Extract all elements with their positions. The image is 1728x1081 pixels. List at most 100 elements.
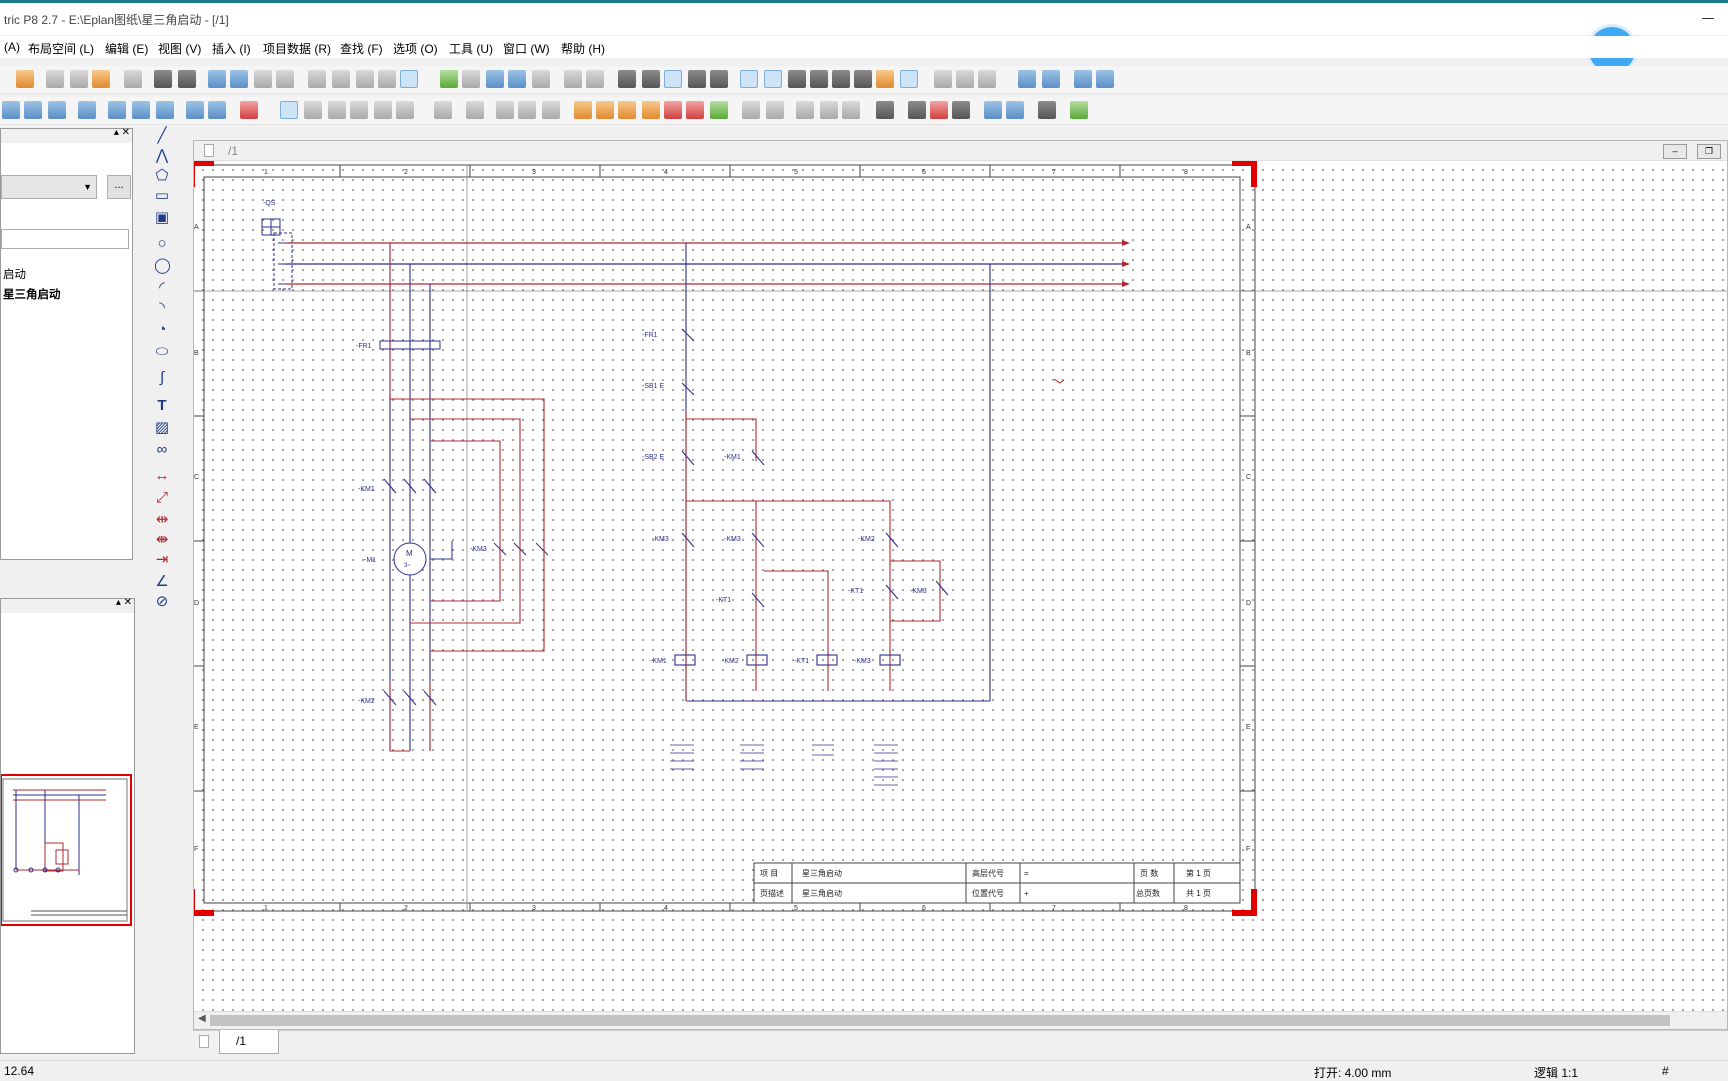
- dimension-increment-icon[interactable]: ⇥: [155, 551, 169, 568]
- device-b-icon[interactable]: [132, 101, 150, 119]
- paste-icon[interactable]: [92, 70, 110, 88]
- text-frame-icon[interactable]: [1096, 70, 1114, 88]
- tab-page-1[interactable]: /1: [219, 1030, 279, 1054]
- motor-m1[interactable]: M 3~ -M1: [364, 541, 453, 576]
- arc-3pt-tool-icon[interactable]: ◝: [159, 299, 165, 316]
- terminal-c-icon[interactable]: [542, 101, 560, 119]
- km2-delta-contacts[interactable]: -KM2: [358, 690, 437, 706]
- page-open-icon[interactable]: [328, 101, 346, 119]
- device-list-icon[interactable]: [78, 101, 96, 119]
- cable-a-icon[interactable]: [574, 101, 592, 119]
- magnet-icon[interactable]: [810, 70, 828, 88]
- cable-b-icon[interactable]: [596, 101, 614, 119]
- snap-grid-icon[interactable]: [740, 70, 758, 88]
- grid-b-icon[interactable]: [642, 70, 660, 88]
- zoom-fit-icon[interactable]: [532, 70, 550, 88]
- doc-restore-button[interactable]: ❐: [1697, 144, 1721, 159]
- horizontal-scrollbar[interactable]: ◀: [194, 1011, 1727, 1029]
- device-c-icon[interactable]: [156, 101, 174, 119]
- cable-e-icon[interactable]: [664, 101, 682, 119]
- fullscreen-icon[interactable]: [1042, 70, 1060, 88]
- undo-list-icon[interactable]: [230, 70, 248, 88]
- page-next-icon[interactable]: [396, 101, 414, 119]
- terminal-b-icon[interactable]: [518, 101, 536, 119]
- doc-minimize-button[interactable]: –: [1663, 144, 1687, 159]
- menu-item-a[interactable]: (A): [4, 40, 20, 54]
- dimension-baseline-icon[interactable]: ⇼: [155, 531, 169, 548]
- hatch-b-icon[interactable]: [820, 101, 838, 119]
- plc-a-icon[interactable]: [186, 101, 204, 119]
- symbol-icon[interactable]: [832, 70, 850, 88]
- macro-icon[interactable]: [876, 70, 894, 88]
- menu-item-project-data[interactable]: 项目数据 (R): [263, 42, 331, 56]
- break-icon[interactable]: [1070, 101, 1088, 119]
- numbering-b-icon[interactable]: [24, 101, 42, 119]
- copy-icon[interactable]: [70, 70, 88, 88]
- grid-d-icon[interactable]: [688, 70, 706, 88]
- plc-b-icon[interactable]: [208, 101, 226, 119]
- undo-icon[interactable]: [208, 70, 226, 88]
- tee-b-icon[interactable]: [1006, 101, 1024, 119]
- forward-arrow-icon[interactable]: [586, 70, 604, 88]
- corner-a-icon[interactable]: [908, 101, 926, 119]
- fr1-thermal-relay[interactable]: -FR1: [356, 340, 441, 350]
- menu-item-options[interactable]: 选项 (O): [393, 42, 438, 56]
- line-style-a-icon[interactable]: [934, 70, 952, 88]
- redo-icon[interactable]: [254, 70, 272, 88]
- minimize-button[interactable]: [1702, 11, 1716, 25]
- zoom-window-icon[interactable]: [462, 70, 480, 88]
- cable-f-icon[interactable]: [686, 101, 704, 119]
- page-width-icon[interactable]: [900, 70, 918, 88]
- grid-c-icon[interactable]: [664, 70, 682, 88]
- navigator-search-input[interactable]: [1, 229, 129, 249]
- back-arrow-icon[interactable]: [564, 70, 582, 88]
- circle-3pt-tool-icon[interactable]: ◯: [154, 257, 171, 274]
- device-a-icon[interactable]: [108, 101, 126, 119]
- corner-b-icon[interactable]: [930, 101, 948, 119]
- hatch-a-icon[interactable]: [796, 101, 814, 119]
- connection-icon[interactable]: [854, 70, 872, 88]
- polygon-tool-icon[interactable]: ⬠: [155, 167, 169, 184]
- line-style-c-icon[interactable]: [978, 70, 996, 88]
- snap-object-icon[interactable]: [764, 70, 782, 88]
- menu-item-window[interactable]: 窗口 (W): [503, 42, 550, 56]
- polyline-tool-icon[interactable]: ⋀: [155, 147, 169, 164]
- dimension-radius-icon[interactable]: ⊘: [155, 593, 169, 610]
- corner-c-icon[interactable]: [952, 101, 970, 119]
- wrench-icon[interactable]: [16, 70, 34, 88]
- message-icon[interactable]: [1018, 70, 1036, 88]
- report-b-icon[interactable]: [466, 101, 484, 119]
- schematic-canvas[interactable]: 1 2 3 4 5 6 7 8 1 2 3 4 5 6 7 8 A B C D: [194, 161, 1727, 1011]
- graphic-editor-icon[interactable]: [400, 70, 418, 88]
- tree-item-page[interactable]: 星三角启动: [3, 289, 61, 301]
- km1-main-contacts[interactable]: -KM1: [358, 478, 437, 494]
- rect-center-tool-icon[interactable]: ▣: [154, 209, 170, 226]
- menu-item-insert[interactable]: 插入 (I): [212, 42, 251, 56]
- image-tool-icon[interactable]: ▨: [154, 419, 170, 436]
- km3-star-contacts[interactable]: -KM3: [470, 542, 549, 556]
- grid-e-icon[interactable]: [710, 70, 728, 88]
- spline-tool-icon[interactable]: ∫: [159, 369, 165, 386]
- refresh-icon[interactable]: [440, 70, 458, 88]
- tree-item-project[interactable]: 启动: [3, 269, 26, 281]
- menu-item-help[interactable]: 帮助 (H): [561, 42, 605, 56]
- jumper-icon[interactable]: [1038, 101, 1056, 119]
- cut-icon[interactable]: [46, 70, 64, 88]
- table-icon[interactable]: [378, 70, 396, 88]
- tee-a-icon[interactable]: [984, 101, 1002, 119]
- menu-item-tools[interactable]: 工具 (U): [449, 42, 493, 56]
- arc-tool-icon[interactable]: ◜: [159, 279, 165, 296]
- panel-pin-close-icon[interactable]: ▴ ✕: [113, 127, 130, 138]
- page-prev-icon[interactable]: [374, 101, 392, 119]
- page-edit-icon[interactable]: [350, 101, 368, 119]
- page-select-icon[interactable]: [280, 101, 298, 119]
- filter-combo[interactable]: ▼: [1, 175, 97, 199]
- black-box-icon[interactable]: [742, 101, 760, 119]
- menu-item-edit[interactable]: 编辑 (E): [105, 42, 149, 56]
- terminal-a-icon[interactable]: [496, 101, 514, 119]
- filter-more-button[interactable]: ...: [107, 175, 131, 199]
- dimension-chain-icon[interactable]: ⇹: [155, 511, 169, 528]
- scroll-left-icon[interactable]: ◀: [198, 1013, 206, 1024]
- page-navigator-icon[interactable]: [308, 70, 326, 88]
- grid-a-icon[interactable]: [618, 70, 636, 88]
